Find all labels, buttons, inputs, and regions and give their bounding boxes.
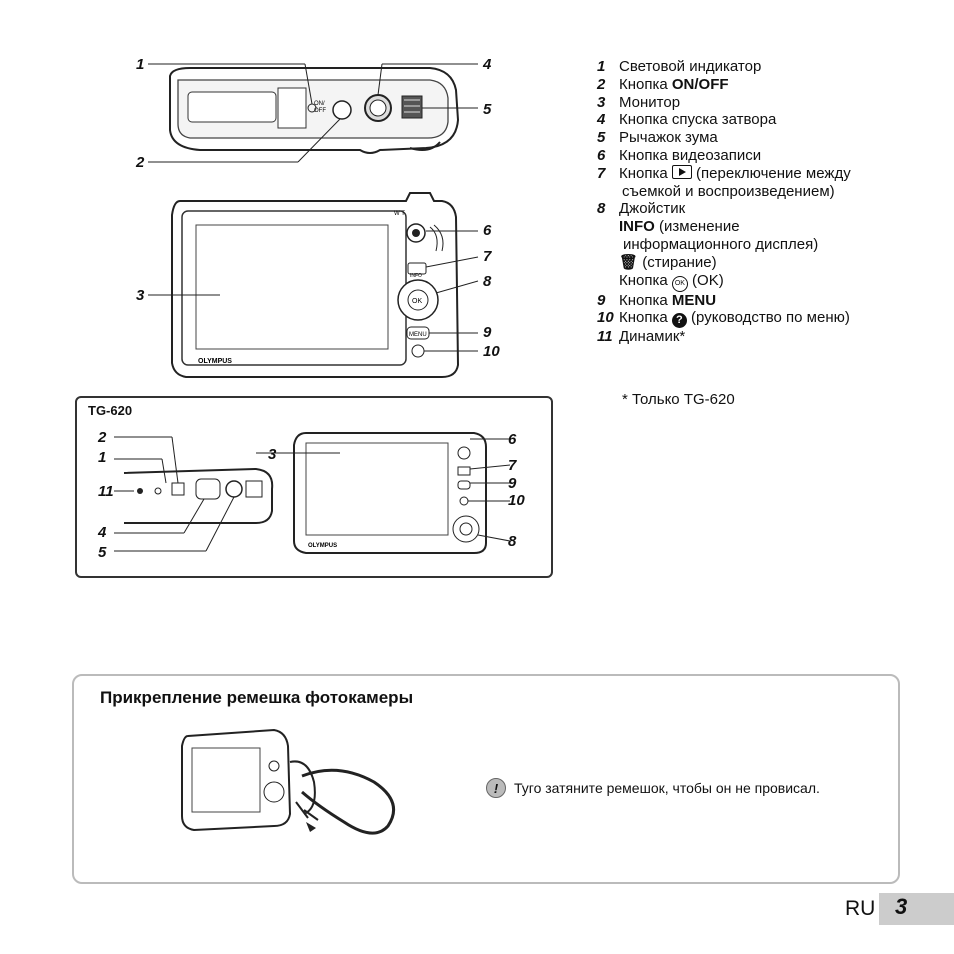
strap-note-text: Туго затяните ремешок, чтобы он не прови… — [514, 780, 820, 796]
language-code: RU — [845, 897, 876, 920]
caution-icon: ! — [486, 778, 506, 798]
tg-callout-10: 10 — [508, 492, 525, 509]
callout-4: 4 — [483, 56, 492, 73]
legend-item-9: Кнопка MENU — [619, 291, 717, 309]
legend-item-11: Динамик* — [619, 328, 686, 346]
help-question-icon: ? — [671, 313, 687, 329]
tg620-box — [75, 396, 553, 578]
callout-5: 5 — [483, 101, 492, 118]
tg-callout-5: 5 — [98, 544, 107, 561]
tg-callout-9: 9 — [508, 475, 517, 492]
ok-button-icon: OK — [671, 275, 688, 292]
svg-text:OFF: OFF — [314, 108, 326, 114]
tg620-label: TG-620 — [88, 403, 133, 418]
svg-text:OLYMPUS: OLYMPUS — [308, 543, 337, 549]
callout-8: 8 — [483, 273, 492, 290]
trash-icon: 🗑︎ — [619, 253, 639, 271]
legend-item-4: Кнопка спуска затвора — [619, 111, 777, 129]
tg-callout-8: 8 — [508, 533, 517, 550]
tg-callout-1: 1 — [98, 449, 107, 466]
on-off-label: ON/ — [314, 101, 325, 107]
legend-item-6: Кнопка видеозаписи — [619, 146, 762, 164]
strap-note: ! Туго затяните ремешок, чтобы он не про… — [486, 778, 820, 798]
ok-label: OK — [412, 298, 422, 305]
tg-callout-11: 11 — [98, 483, 114, 500]
tg-callout-4: 4 — [98, 524, 107, 541]
menu-label: MENU — [409, 332, 427, 338]
tg-callout-6: 6 — [508, 431, 517, 448]
strap-title: Прикрепление ремешка фотокамеры — [100, 688, 414, 707]
legend-item-5: Рычажок зума — [619, 129, 718, 147]
svg-text:INFO: INFO — [410, 273, 422, 279]
play-key-icon — [671, 164, 692, 179]
legend-item-1: Световой индикатор — [619, 58, 762, 75]
callout-3: 3 — [136, 287, 145, 304]
camera-back-view: OLYMPUS W T OK INFO MENU — [148, 192, 479, 378]
zoom-label: W T — [394, 211, 405, 217]
strap-section — [72, 674, 900, 884]
legend-item-10: Кнопка ? (руководство по меню) — [619, 309, 850, 329]
strap-illustration — [181, 728, 396, 835]
tg-callout-2: 2 — [98, 429, 107, 446]
callout-10: 10 — [483, 343, 500, 360]
legend-item-7: Кнопка (переключение между — [619, 164, 851, 182]
page-number: 3 — [895, 894, 908, 919]
callout-1: 1 — [136, 56, 145, 73]
page-tab — [879, 893, 954, 925]
callout-2: 2 — [136, 154, 145, 171]
callout-7: 7 — [483, 248, 492, 265]
brand-back: OLYMPUS — [198, 358, 232, 365]
tg620-diagram: OLYMPUS — [114, 432, 511, 554]
camera-top-view: ON/ OFF — [148, 63, 478, 163]
callout-6: 6 — [483, 222, 492, 239]
legend-item-3: Монитор — [619, 93, 681, 111]
tg-callout-7: 7 — [508, 457, 517, 474]
legend-item-2: Кнопка ON/OFF — [619, 75, 729, 93]
tg-callout-3: 3 — [268, 446, 277, 463]
callout-9: 9 — [483, 324, 492, 341]
legend-item-8: Джойстик — [619, 200, 686, 218]
footnote: * Только TG-620 — [622, 391, 735, 408]
